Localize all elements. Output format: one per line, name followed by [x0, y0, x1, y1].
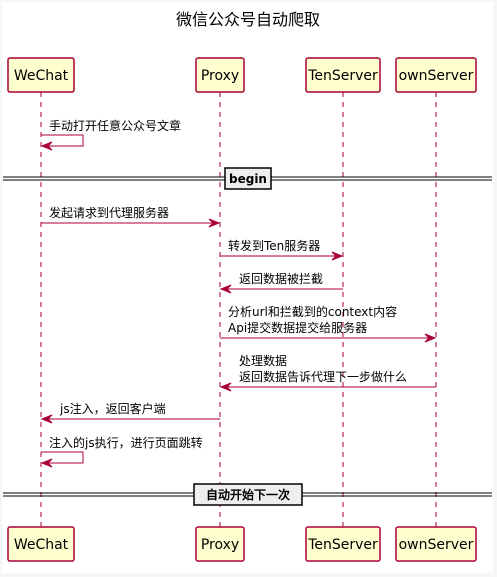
participant-label: Proxy [201, 537, 239, 553]
message-text: 注入的js执行，进行页面跳转 [49, 435, 203, 450]
arrow-head [208, 218, 221, 228]
participant-box [395, 526, 477, 562]
message-text: 发起请求到代理服务器 [49, 205, 169, 220]
participant-proxy-bottom: Proxy [195, 526, 245, 562]
message-m3: 转发到Ten服务器 [220, 238, 344, 261]
participant-label: ownServer [399, 537, 474, 553]
participant-label: Proxy [201, 68, 239, 84]
participant-ownserver-bottom: ownServer [395, 526, 477, 562]
participant-label: ownServer [399, 68, 474, 84]
arrow-head [40, 458, 53, 468]
diagram-title: 微信公众号自动爬取 [176, 10, 320, 29]
participant-label: WeChat [14, 537, 69, 553]
participant-tenserver-bottom: TenServer [305, 526, 381, 562]
participant-box [305, 526, 381, 562]
arrow-head [40, 414, 53, 424]
message-text: 手动打开任意公众号文章 [49, 118, 181, 133]
participant-box [195, 57, 245, 93]
participant-box [395, 57, 477, 93]
message-m2: 发起请求到代理服务器 [41, 205, 221, 228]
messages: 手动打开任意公众号文章发起请求到代理服务器转发到Ten服务器返回数据被拦截分析u… [40, 118, 437, 468]
participant-box [7, 57, 75, 93]
divider-label: begin [229, 172, 267, 186]
message-text: 转发到Ten服务器 [228, 238, 320, 253]
message-m1: 手动打开任意公众号文章 [40, 118, 181, 151]
message-line [41, 451, 84, 464]
participant-box [305, 57, 381, 93]
divider-d2: 自动开始下一次 [3, 483, 492, 506]
message-m7: js注入，返回客户端 [40, 401, 220, 424]
message-line [41, 134, 84, 147]
participant-label: TenServer [307, 68, 378, 84]
participant-label: WeChat [14, 68, 69, 84]
divider-box [193, 483, 303, 506]
participant-proxy-top: Proxy [195, 57, 245, 93]
divider-d1: begin [3, 167, 492, 190]
arrow-head [219, 284, 232, 294]
participant-label: TenServer [307, 537, 378, 553]
message-text: Api提交数据提交给服务器 [228, 320, 367, 335]
arrow-head [40, 141, 53, 151]
arrow-head [331, 251, 344, 261]
lifelines [40, 92, 437, 527]
participant-ownserver-top: ownServer [395, 57, 477, 93]
message-text: js注入，返回客户端 [59, 401, 166, 416]
message-text: 处理数据 [239, 353, 287, 368]
participants: WeChatWeChatProxyProxyTenServerTenServer… [7, 57, 477, 562]
divider-box [224, 167, 272, 190]
participant-box [195, 526, 245, 562]
participant-wechat-bottom: WeChat [7, 526, 75, 562]
message-m8: 注入的js执行，进行页面跳转 [40, 435, 203, 468]
message-text: 返回数据告诉代理下一步做什么 [239, 369, 407, 384]
dividers: begin 自动开始下一次 [3, 167, 492, 506]
participant-tenserver-top: TenServer [305, 57, 381, 93]
arrow-head [424, 333, 437, 343]
message-text: 分析url和拦截到的context内容 [228, 304, 397, 319]
message-m4: 返回数据被拦截 [219, 271, 343, 294]
message-text: 返回数据被拦截 [239, 271, 323, 286]
diagram-background [2, 2, 493, 573]
participant-box [7, 526, 75, 562]
arrow-head [219, 382, 232, 392]
participant-wechat-top: WeChat [7, 57, 75, 93]
divider-label: 自动开始下一次 [206, 487, 290, 502]
